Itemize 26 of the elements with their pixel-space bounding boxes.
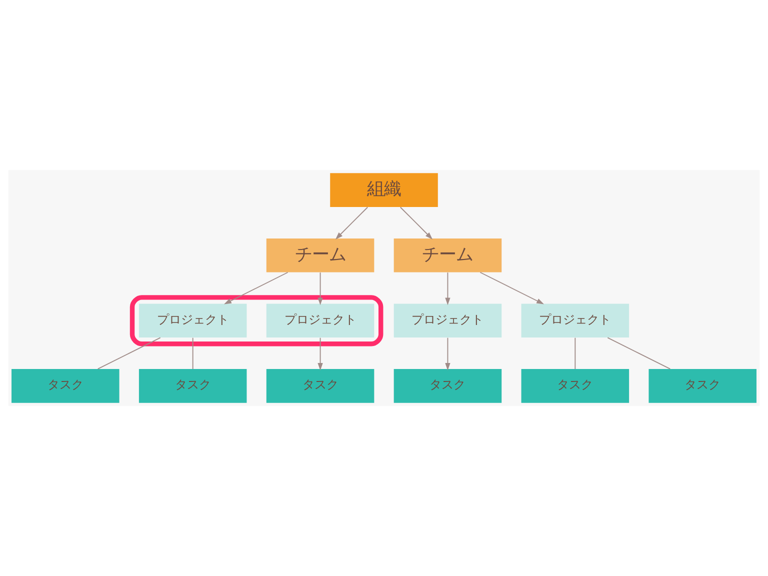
connector <box>607 337 671 370</box>
node-box: チーム <box>266 238 374 272</box>
node-box: タスク <box>648 369 756 403</box>
node-box: チーム <box>394 238 502 272</box>
node-box: プロジェクト <box>138 304 247 338</box>
arrow <box>224 272 288 304</box>
node-box: プロジェクト <box>394 304 502 338</box>
node-box: タスク <box>138 369 247 403</box>
arrow <box>400 206 433 240</box>
node-box: タスク <box>266 369 374 403</box>
node-box: タスク <box>394 369 502 403</box>
arrow <box>445 272 450 306</box>
node-box: タスク <box>12 369 120 403</box>
connector <box>97 337 161 370</box>
node-box: プロジェクト <box>521 304 630 338</box>
arrow <box>335 206 368 240</box>
connector <box>574 337 576 370</box>
node-box: プロジェクト <box>266 304 374 338</box>
arrow <box>318 337 323 370</box>
arrow <box>318 272 323 306</box>
node-box: 組織 <box>330 173 438 207</box>
node-box: タスク <box>521 369 630 403</box>
arrow <box>445 337 450 370</box>
connector <box>192 337 194 370</box>
arrow <box>480 272 544 304</box>
cluster <box>130 295 384 346</box>
